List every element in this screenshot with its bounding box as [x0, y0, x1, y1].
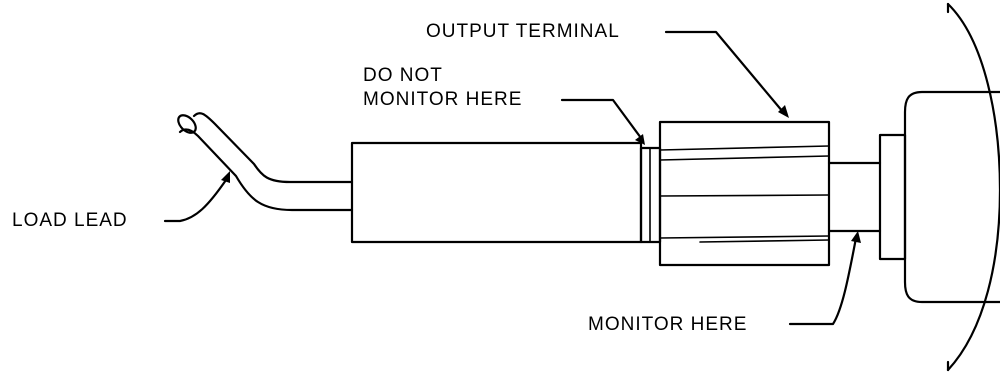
panel-washer [878, 133, 907, 261]
panel-bushing [903, 90, 1000, 304]
terminal-stud [827, 161, 882, 233]
lug-collar [639, 146, 662, 244]
leader-monitor-here [788, 231, 861, 326]
label-do-not-monitor-line1: DO NOT [363, 65, 443, 86]
output-terminal-body [658, 120, 831, 267]
load-lead-cable [177, 112, 354, 212]
leader-do-not-monitor [560, 98, 645, 145]
label-monitor-here: MONITOR HERE [588, 314, 748, 335]
label-output-terminal: OUTPUT TERMINAL [426, 21, 620, 42]
leader-load-lead [163, 171, 230, 223]
panel-housing [946, 2, 1000, 372]
label-load-lead: LOAD LEAD [12, 210, 128, 231]
leader-output-terminal [664, 30, 789, 118]
lug-barrel [350, 141, 643, 244]
label-do-not-monitor-line2: MONITOR HERE [363, 89, 523, 110]
